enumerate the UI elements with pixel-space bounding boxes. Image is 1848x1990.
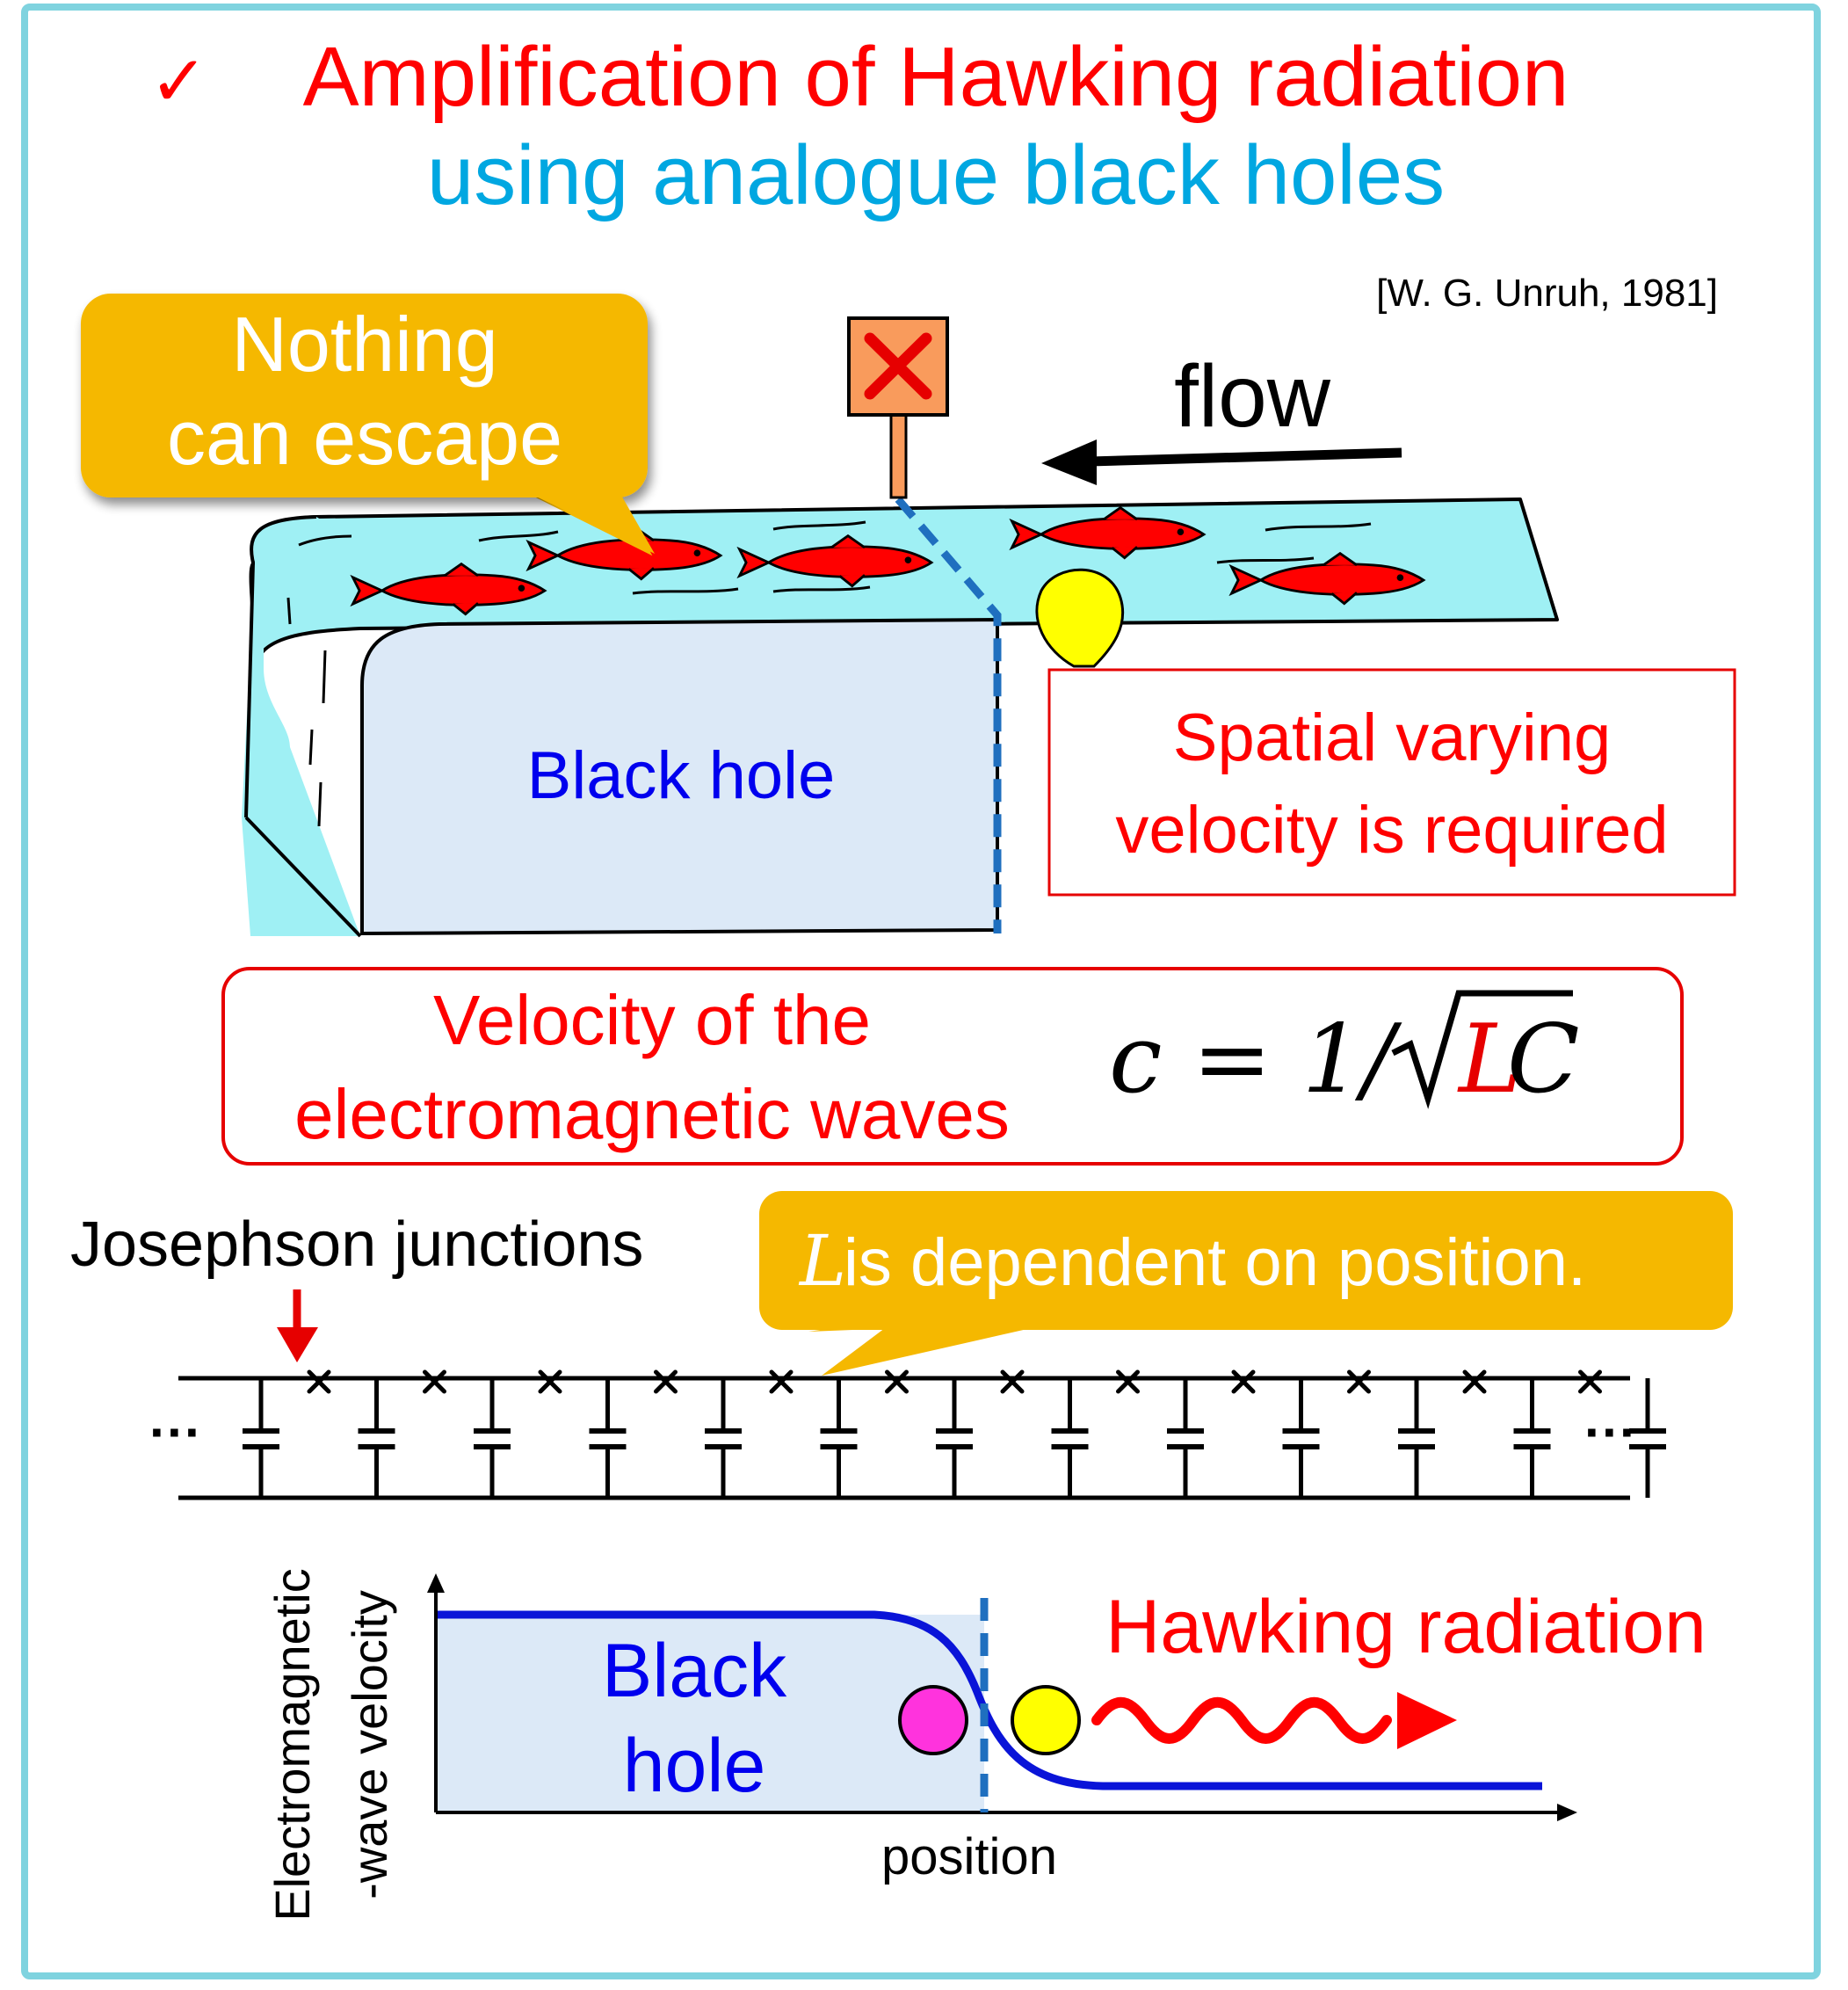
formula-L: L	[1457, 1005, 1522, 1115]
x-icon	[864, 332, 932, 400]
velocity-line-1: Velocity of the	[433, 981, 871, 1059]
graph-black-hole-region	[436, 1615, 984, 1812]
flow-arrow-head	[1041, 439, 1097, 485]
capacitor	[1629, 1378, 1666, 1498]
black-hole-label-river: Black hole	[527, 738, 836, 813]
capacitor	[1398, 1378, 1435, 1498]
graph-black-hole-line-1: Black	[602, 1629, 787, 1713]
graph-x-label: position	[881, 1828, 1057, 1885]
capacitor	[1282, 1378, 1320, 1498]
graph-y-label-line-1: Electromagnetic	[265, 1568, 320, 1921]
capacitor	[1167, 1378, 1204, 1498]
capacitor	[589, 1378, 627, 1498]
circuit-ellipsis-left: ···	[149, 1403, 202, 1462]
note-line-1: Spatial varying	[1173, 701, 1612, 775]
josephson-arrow-head	[277, 1327, 318, 1362]
black-hole-block	[360, 617, 999, 936]
circuit-ellipsis-right: ···	[1584, 1403, 1637, 1462]
hawking-arrow-head	[1397, 1692, 1457, 1749]
formula-C: C	[1507, 1005, 1580, 1115]
flow-arrow-shaft	[1089, 447, 1402, 467]
sqrt-sign	[1391, 990, 1573, 1109]
river-scene: Black hole	[242, 316, 1559, 938]
title-line-2: using analogue black holes	[427, 128, 1445, 222]
particle-magenta	[898, 1685, 968, 1755]
formula: c = 1/ L C	[1109, 990, 1580, 1115]
title-line-1: Amplification of Hawking radiation	[303, 30, 1569, 124]
callout-nothing	[81, 294, 648, 498]
capacitor	[474, 1378, 511, 1498]
graph-y-label-line-2: -wave velocity	[342, 1590, 397, 1899]
hawking-wave	[1091, 1696, 1392, 1744]
title-check: ✓	[149, 42, 208, 120]
graph-y-axis-arrow	[427, 1573, 445, 1593]
citation: [W. G. Unruh, 1981]	[1376, 272, 1718, 315]
callout-l-var: L	[798, 1220, 846, 1302]
formula-lhs: c = 1/	[1109, 1005, 1402, 1115]
note-line-2: velocity is required	[1115, 793, 1668, 868]
callout-nothing-line-1: Nothing	[231, 301, 497, 388]
graph-x-axis-arrow	[1557, 1804, 1577, 1821]
velocity-box	[221, 967, 1684, 1166]
note-box	[1047, 668, 1736, 897]
circuit-units	[243, 1372, 1666, 1498]
warning-sign-post	[889, 411, 908, 499]
callout-nothing-line-2: can escape	[167, 394, 562, 481]
hawking-radiation-label: Hawking radiation	[1105, 1585, 1707, 1669]
callout-l	[759, 1191, 1733, 1330]
velocity-line-2: electromagnetic waves	[294, 1075, 1010, 1153]
particle-yellow	[1011, 1685, 1081, 1755]
josephson-label: Josephson junctions	[70, 1209, 643, 1280]
graph-black-hole-line-2: hole	[623, 1724, 766, 1808]
capacitor	[1051, 1378, 1089, 1498]
velocity-graph: Black hole Hawking radiation position El…	[265, 1568, 1707, 1921]
capacitor	[936, 1378, 973, 1498]
capacitor	[243, 1378, 279, 1498]
capacitor	[358, 1378, 395, 1498]
horizon-line-river	[895, 497, 1002, 933]
flow-label: flow	[1174, 347, 1331, 446]
capacitor	[1513, 1378, 1551, 1498]
capacitor	[820, 1378, 858, 1498]
callout-l-text: is dependent on position.	[844, 1225, 1586, 1300]
waterfall	[242, 517, 360, 936]
capacitor	[705, 1378, 742, 1498]
graph-velocity-curve	[436, 1610, 1542, 1790]
